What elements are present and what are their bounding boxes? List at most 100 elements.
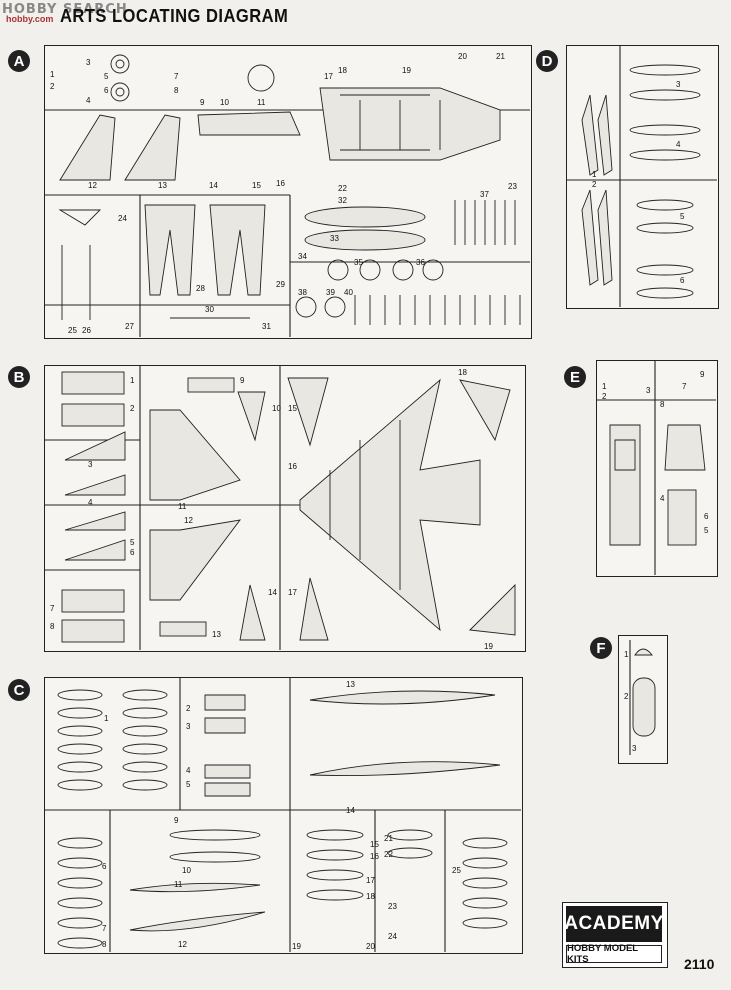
label-c-20: 20 — [366, 942, 375, 951]
sheet-letter-b: B — [8, 366, 30, 388]
label-c-25: 25 — [452, 866, 461, 875]
sheet-b-art — [44, 365, 516, 650]
label-e-5: 5 — [704, 526, 709, 535]
label-c-18: 18 — [366, 892, 375, 901]
sheet-c-art — [44, 677, 521, 952]
label-a-32: 32 — [338, 196, 347, 205]
label-e-6: 6 — [704, 512, 709, 521]
sheet-letter-e: E — [564, 366, 586, 388]
label-a-12: 12 — [88, 181, 97, 190]
label-d-4: 4 — [676, 140, 681, 149]
label-b-1: 1 — [130, 376, 135, 385]
label-c-17: 17 — [366, 876, 375, 885]
label-a-33: 33 — [330, 234, 339, 243]
label-a-11: 11 — [257, 98, 266, 107]
label-a-19: 19 — [402, 66, 411, 75]
label-b-2: 2 — [130, 404, 135, 413]
label-b-3: 3 — [88, 460, 93, 469]
watermark-text: HOBBY SEARCH — [2, 2, 128, 17]
label-e-9: 9 — [700, 370, 705, 379]
label-a-34: 34 — [298, 252, 307, 261]
label-c-7: 7 — [102, 924, 107, 933]
label-a-15: 15 — [252, 181, 261, 190]
label-c-22: 22 — [384, 850, 393, 859]
label-b-5: 5 — [130, 538, 135, 547]
label-c-19: 19 — [292, 942, 301, 951]
label-d-1: 1 — [592, 170, 597, 179]
label-a-23: 23 — [508, 182, 517, 191]
sheet-letter-d: D — [536, 50, 558, 72]
label-c-3: 3 — [186, 722, 191, 731]
label-a-29: 29 — [276, 280, 285, 289]
label-a-26: 26 — [82, 326, 91, 335]
label-c-10: 10 — [182, 866, 191, 875]
label-a-6: 6 — [104, 86, 109, 95]
label-b-16: 16 — [288, 462, 297, 471]
sheet-e-art — [596, 360, 716, 575]
label-a-4: 4 — [86, 96, 91, 105]
label-b-9: 9 — [240, 376, 245, 385]
sheet-letter-c: C — [8, 679, 30, 701]
label-d-5: 5 — [680, 212, 685, 221]
logo-brand: ACADEMY — [564, 906, 663, 942]
label-a-21: 21 — [496, 52, 505, 61]
label-e-2: 2 — [602, 392, 607, 401]
page-number: 2110 — [684, 956, 715, 972]
label-b-13: 13 — [212, 630, 221, 639]
label-f-2: 2 — [624, 692, 629, 701]
label-a-13: 13 — [158, 181, 167, 190]
label-c-23: 23 — [388, 902, 397, 911]
label-b-11: 11 — [178, 502, 187, 511]
label-b-19: 19 — [484, 642, 493, 651]
label-c-24: 24 — [388, 932, 397, 941]
label-a-35: 35 — [354, 258, 363, 267]
label-d-6: 6 — [680, 276, 685, 285]
label-a-14: 14 — [209, 181, 218, 190]
label-b-14: 14 — [268, 588, 277, 597]
label-b-7: 7 — [50, 604, 55, 613]
academy-logo: ACADEMY HOBBY MODEL KITS — [562, 902, 668, 968]
label-a-36: 36 — [416, 258, 425, 267]
sheet-a-art — [44, 54, 530, 337]
label-a-8: 8 — [174, 86, 179, 95]
watermark-url: hobby.com — [6, 14, 54, 24]
label-a-7: 7 — [174, 72, 179, 81]
label-c-21: 21 — [384, 834, 393, 843]
label-c-15: 15 — [370, 840, 379, 849]
label-c-8: 8 — [102, 940, 107, 949]
label-e-4: 4 — [660, 494, 665, 503]
sheet-letter-a: A — [8, 50, 30, 72]
label-a-40: 40 — [344, 288, 353, 297]
label-a-17: 17 — [324, 72, 333, 81]
label-a-1: 1 — [50, 70, 55, 79]
label-a-18: 18 — [338, 66, 347, 75]
label-a-31: 31 — [262, 322, 271, 331]
label-c-16: 16 — [370, 852, 379, 861]
label-c-14: 14 — [346, 806, 355, 815]
label-b-10: 10 — [272, 404, 281, 413]
label-d-2: 2 — [592, 180, 597, 189]
label-a-3: 3 — [86, 58, 91, 67]
label-e-3: 3 — [646, 386, 651, 395]
label-a-37: 37 — [480, 190, 489, 199]
label-c-4: 4 — [186, 766, 191, 775]
sheet-f-art — [629, 640, 656, 755]
label-a-16: 16 — [276, 179, 285, 188]
label-a-22: 22 — [338, 184, 347, 193]
label-b-12: 12 — [184, 516, 193, 525]
label-a-30: 30 — [205, 305, 214, 314]
label-b-15: 15 — [288, 404, 297, 413]
label-e-8: 8 — [660, 400, 665, 409]
label-c-5: 5 — [186, 780, 191, 789]
label-a-9: 9 — [200, 98, 205, 107]
label-a-10: 10 — [220, 98, 229, 107]
label-a-25: 25 — [68, 326, 77, 335]
label-f-1: 1 — [624, 650, 629, 659]
sprue-sheet-c — [44, 677, 523, 954]
label-f-3: 3 — [632, 744, 637, 753]
label-a-2: 2 — [50, 82, 55, 91]
page-title: ARTS LOCATING DIAGRAM — [60, 6, 289, 26]
label-a-38: 38 — [298, 288, 307, 297]
label-a-24: 24 — [118, 214, 127, 223]
